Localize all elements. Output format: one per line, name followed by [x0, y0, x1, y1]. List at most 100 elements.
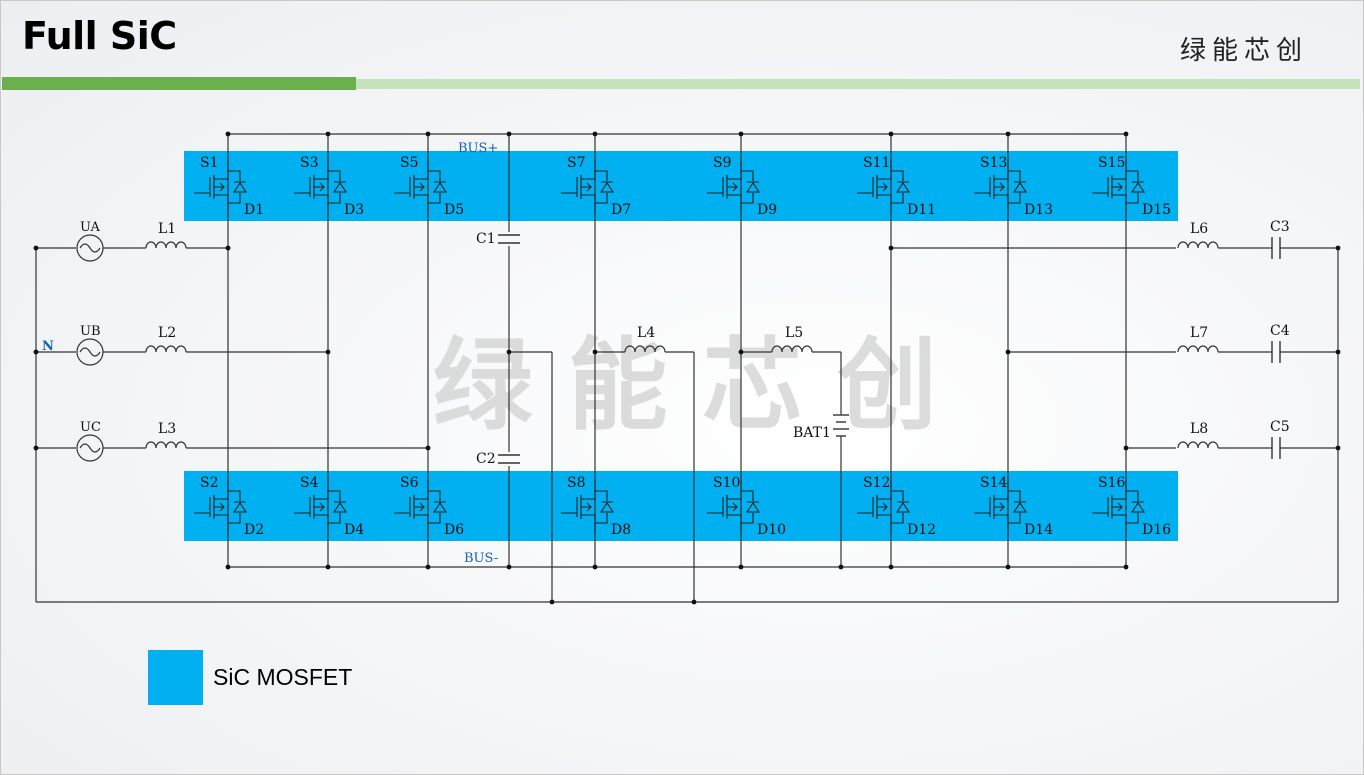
- diode-label: D13: [1024, 202, 1053, 218]
- junction-dot: [1123, 445, 1129, 451]
- mosfet-stroke: [727, 502, 738, 512]
- junction-dot: [506, 349, 512, 355]
- junction-dot: [1123, 131, 1129, 137]
- junction-dot: [1005, 564, 1011, 570]
- mosfet-stroke: [232, 181, 248, 193]
- switch-label: S1: [200, 155, 219, 171]
- mosfet-stroke: [994, 182, 1005, 192]
- mosfet-stroke: [595, 490, 608, 524]
- capacitor-label: C3: [1270, 219, 1290, 235]
- mosfet-stroke: [428, 170, 441, 204]
- sine-wave-icon: [79, 243, 101, 253]
- mosfet-stroke: [1012, 501, 1028, 513]
- mosfet-stroke: [214, 502, 225, 512]
- mosfet-stroke: [428, 490, 441, 524]
- mosfet-stroke: [1126, 170, 1139, 204]
- mosfet-stroke: [432, 501, 448, 513]
- sine-wave-icon: [79, 443, 101, 453]
- inductor-label: L4: [637, 325, 655, 341]
- mosfet-stroke: [561, 177, 578, 197]
- junction-dot: [738, 131, 744, 137]
- watermark: 绿 能 芯 创: [433, 327, 937, 444]
- mosfet-stroke: [727, 182, 738, 192]
- title-underline: [356, 79, 1360, 89]
- inductor-label: L3: [158, 421, 176, 437]
- mosfet-stroke: [1012, 181, 1028, 193]
- mosfet-stroke: [228, 490, 241, 524]
- inductor-label: L5: [785, 325, 803, 341]
- junction-dot: [738, 349, 744, 355]
- mosfet-stroke: [741, 490, 754, 524]
- switch-label: S2: [200, 475, 219, 491]
- ac-source-icon: [76, 434, 104, 462]
- junction-dot: [325, 131, 331, 137]
- mosfet-icon: [974, 160, 1028, 214]
- mosfet-icon: [394, 160, 448, 214]
- ac-source-icon: [76, 338, 104, 366]
- mosfet-icon: [707, 480, 761, 534]
- inductor-icon: [145, 241, 187, 249]
- mosfet-stroke: [328, 170, 341, 204]
- mosfet-icon: [974, 480, 1028, 534]
- mosfet-stroke: [581, 502, 592, 512]
- junction-dot: [691, 599, 697, 605]
- mosfet-stroke: [394, 497, 411, 517]
- switch-label: S6: [400, 475, 419, 491]
- junction-dot: [425, 564, 431, 570]
- junction-dot: [838, 564, 844, 570]
- junction-dot: [592, 131, 598, 137]
- diode-label: D3: [344, 202, 364, 218]
- slide-title: Full SiC: [22, 14, 177, 58]
- switch-label: S15: [1098, 155, 1125, 171]
- mosfet-stroke: [232, 501, 248, 513]
- junction-dot: [592, 349, 598, 355]
- mosfet-stroke: [974, 497, 991, 517]
- junction-dot: [33, 445, 39, 451]
- bus-plus-label: BUS+: [458, 141, 498, 156]
- diode-label: D6: [444, 522, 464, 538]
- mosfet-stroke: [414, 182, 425, 192]
- mosfet-stroke: [1130, 181, 1146, 193]
- capacitor-label: C5: [1270, 419, 1290, 435]
- junction-dot: [325, 349, 331, 355]
- diode-label: D1: [244, 202, 264, 218]
- mosfet-stroke: [314, 502, 325, 512]
- source-label: UA: [80, 220, 101, 235]
- switch-label: S3: [300, 155, 319, 171]
- inductor-icon: [1177, 345, 1219, 353]
- mosfet-stroke: [857, 497, 874, 517]
- junction-dot: [1123, 564, 1129, 570]
- inductor-label: L6: [1190, 221, 1208, 237]
- inductor-label: L8: [1190, 421, 1208, 437]
- mosfet-stroke: [1130, 501, 1146, 513]
- inductor-label: L2: [158, 325, 176, 341]
- mosfet-stroke: [228, 170, 241, 204]
- junction-dot: [225, 245, 231, 251]
- diode-label: D5: [444, 202, 464, 218]
- components: [33, 131, 1341, 605]
- mosfet-stroke: [194, 177, 211, 197]
- mosfet-stroke: [891, 170, 904, 204]
- mosfet-icon: [194, 160, 248, 214]
- mosfet-stroke: [877, 502, 888, 512]
- mosfet-icon: [1092, 160, 1146, 214]
- capacitor-label: C4: [1270, 323, 1290, 339]
- capacitor-label: C2: [476, 451, 496, 467]
- switch-label: S14: [980, 475, 1007, 491]
- mosfet-icon: [857, 160, 911, 214]
- diode-label: D4: [344, 522, 364, 538]
- switch-label: S13: [980, 155, 1007, 171]
- junction-dot: [1005, 349, 1011, 355]
- mosfet-stroke: [314, 182, 325, 192]
- mosfet-icon: [857, 480, 911, 534]
- mosfet-stroke: [294, 177, 311, 197]
- diode-label: D15: [1142, 202, 1171, 218]
- inductor-icon: [771, 345, 813, 353]
- junction-dot: [425, 445, 431, 451]
- bus-minus-label: BUS-: [464, 551, 498, 566]
- junction-dot: [1335, 349, 1341, 355]
- junction-dot: [506, 564, 512, 570]
- mosfet-stroke: [745, 501, 761, 513]
- mosfet-stroke: [1008, 490, 1021, 524]
